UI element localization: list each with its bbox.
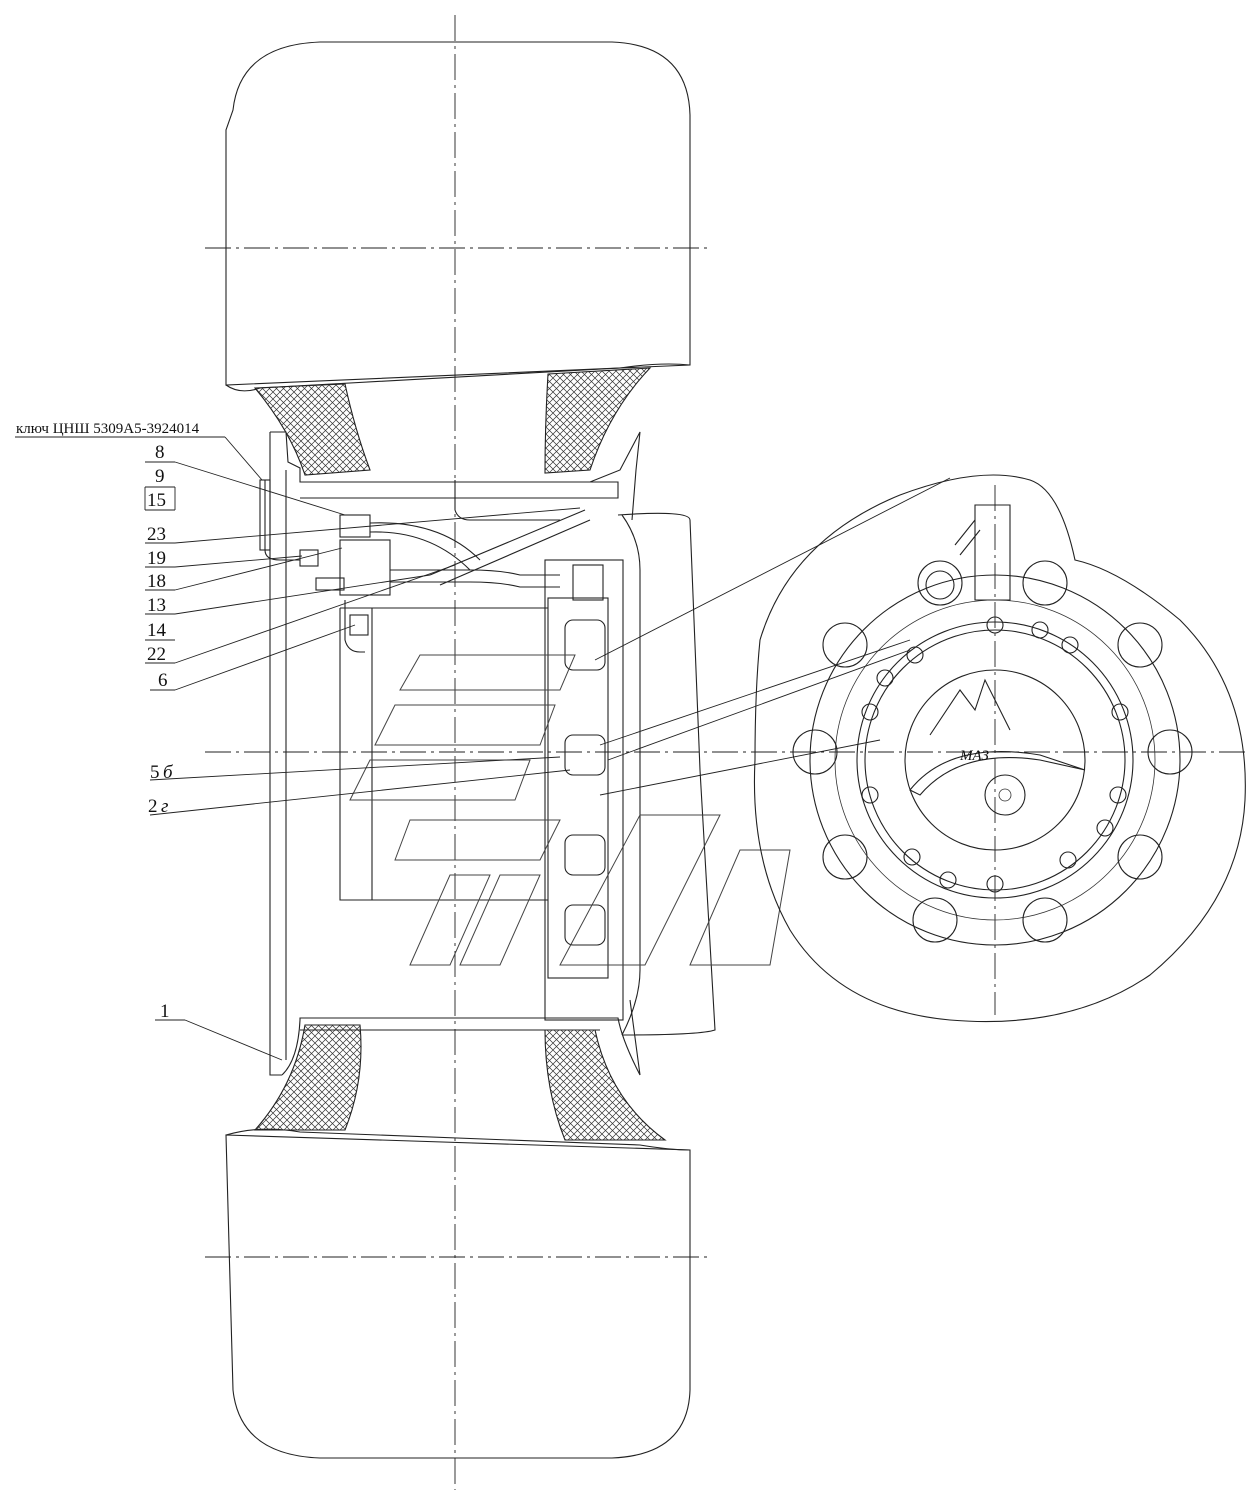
tool-label: ключ ЦНШ 5309А5-3924014 bbox=[16, 421, 200, 437]
callout-1: 1 bbox=[160, 1001, 170, 1022]
hub-bolt-heads bbox=[861, 616, 1129, 893]
callout-2: 2 bbox=[148, 796, 158, 817]
callout-15: 15 bbox=[147, 490, 166, 511]
callout-13: 13 bbox=[147, 595, 166, 616]
callout-18: 18 bbox=[147, 571, 166, 592]
hub-logo: МАЗ bbox=[959, 748, 989, 764]
leader-lines bbox=[15, 436, 951, 1061]
air-valve-assembly bbox=[259, 479, 591, 653]
callout-22: 22 bbox=[147, 644, 166, 665]
callout-2-suffix: г bbox=[161, 796, 168, 817]
tire-outline bbox=[225, 41, 691, 1459]
callout-frames bbox=[144, 486, 176, 641]
callout-6: 6 bbox=[158, 670, 168, 691]
tire-bead-sections bbox=[253, 367, 667, 1141]
callout-14: 14 bbox=[147, 620, 167, 641]
wheel-stud-circles bbox=[792, 560, 1193, 943]
center-lines bbox=[205, 15, 1245, 1490]
callout-labels: ключ ЦНШ 5309А5-3924014 8 9 15 23 19 18 … bbox=[16, 421, 200, 1022]
callout-8: 8 bbox=[155, 442, 165, 463]
callout-9: 9 bbox=[155, 466, 165, 487]
callout-5-suffix: б bbox=[163, 762, 174, 783]
hub-end-view: МАЗ bbox=[753, 474, 1246, 1023]
callout-23: 23 bbox=[147, 524, 166, 545]
callout-19: 19 bbox=[147, 548, 166, 569]
watermark-outline bbox=[349, 654, 791, 966]
rim bbox=[269, 431, 641, 1076]
callout-5: 5 bbox=[150, 762, 160, 783]
